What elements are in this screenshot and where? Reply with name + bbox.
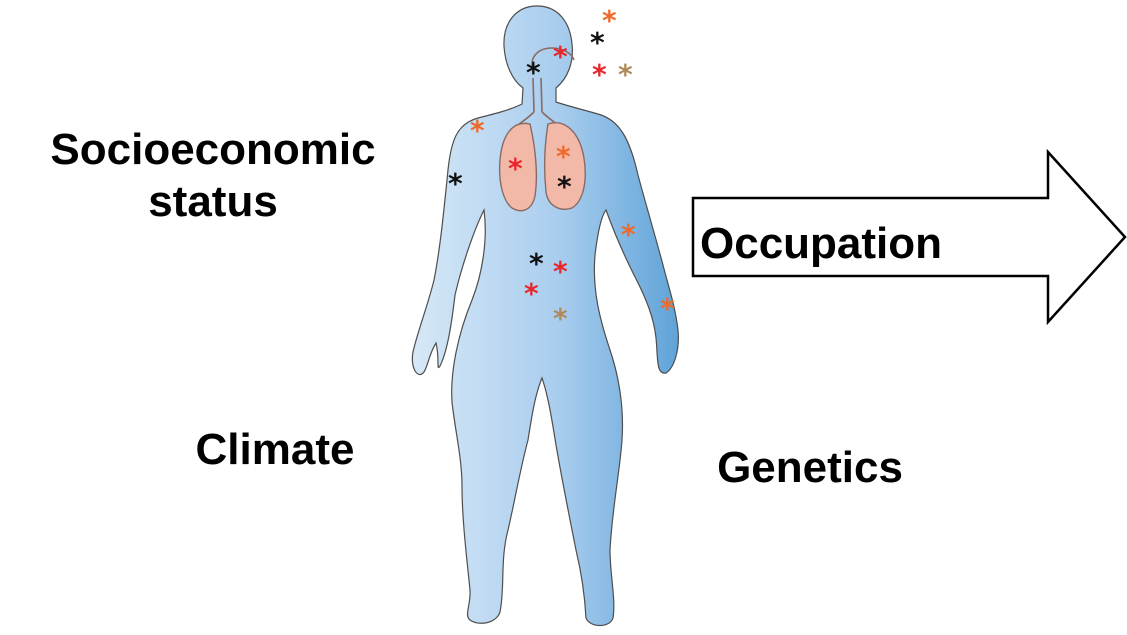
socioeconomic-status-label: Socioeconomic status <box>8 124 418 228</box>
exposure-asterisk-icon: * <box>557 170 572 203</box>
exposure-asterisk-icon: * <box>553 302 568 335</box>
exposure-asterisk-icon: * <box>553 255 568 288</box>
exposure-asterisk-icon: * <box>590 26 605 59</box>
exposure-asterisk-icon: * <box>556 140 571 173</box>
exposure-asterisk-icon: * <box>592 58 607 91</box>
exposure-asterisk-icon: * <box>508 152 523 185</box>
exposure-asterisk-icon: * <box>526 56 541 89</box>
exposure-asterisk-icon: * <box>529 247 544 280</box>
exposure-asterisk-icon: * <box>524 277 539 310</box>
genetics-label: Genetics <box>690 442 930 494</box>
exposure-asterisk-icon: * <box>553 40 568 73</box>
exposure-asterisk-icon: * <box>618 58 633 91</box>
human-body-icon <box>412 6 678 626</box>
exposure-asterisk-icon: * <box>448 167 463 200</box>
exposure-asterisk-icon: * <box>621 218 636 251</box>
exposure-asterisk-icon: * <box>470 114 485 147</box>
climate-label: Climate <box>170 424 380 476</box>
occupation-label: Occupation <box>700 218 1010 270</box>
exposure-asterisk-icon: * <box>660 292 675 325</box>
